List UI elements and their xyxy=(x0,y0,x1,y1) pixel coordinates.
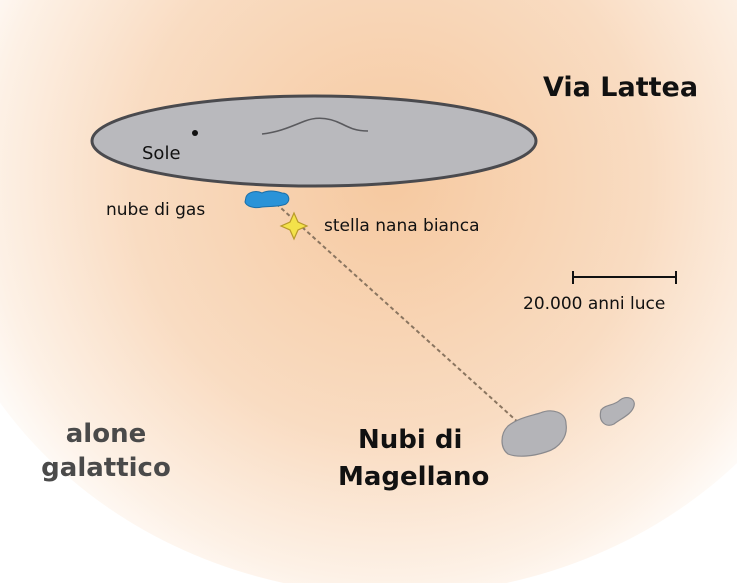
white-dwarf-label: stella nana bianca xyxy=(324,216,480,236)
magellanic-label-line1: Nubi di xyxy=(358,425,462,455)
large-magellanic-cloud xyxy=(501,410,567,457)
halo-label-line2: galattico xyxy=(41,453,171,483)
gas-cloud-label: nube di gas xyxy=(106,200,205,220)
galactic-bulge-contour xyxy=(261,117,369,135)
sun-label: Sole xyxy=(142,143,181,164)
milky-way-label: Via Lattea xyxy=(543,72,698,103)
milky-way-disk xyxy=(90,94,538,188)
halo-label-line1: alone xyxy=(66,419,146,449)
sun-dot-icon xyxy=(192,130,198,136)
gas-cloud xyxy=(244,190,290,209)
scale-bar-label: 20.000 anni luce xyxy=(523,294,665,314)
scale-bar xyxy=(572,271,677,284)
magellanic-label-line2: Magellano xyxy=(338,462,489,492)
small-magellanic-cloud xyxy=(599,396,635,426)
white-dwarf-star-icon xyxy=(279,211,309,241)
